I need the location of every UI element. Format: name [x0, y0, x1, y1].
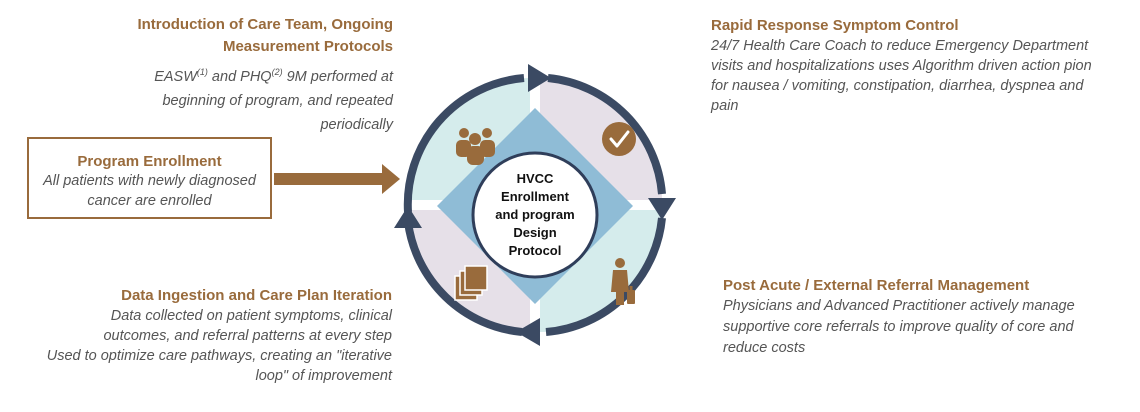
- measurement-protocols-line2: beginning of program, and repeated: [162, 93, 393, 109]
- rapid-response-description: 24/7 Health Care Coach to reduce Emergen…: [711, 36, 1136, 116]
- rapid-response-title: Rapid Response Symptom Control: [711, 17, 959, 34]
- arrowhead-top: [528, 64, 551, 92]
- phq-text: and PHQ: [207, 69, 272, 85]
- center-label-line4: Design: [513, 225, 557, 240]
- center-label-line1: HVCC: [516, 171, 554, 186]
- performed-text: 9M performed at: [282, 69, 393, 85]
- center-protocol-label: HVCC Enrollment and program Design Proto…: [475, 160, 595, 270]
- data-ingestion-title: Data Ingestion and Care Plan Iteration: [121, 287, 392, 304]
- ring-arc-bottom-right: [545, 217, 666, 336]
- measurement-protocols-title-line2: Measurement Protocols: [222, 38, 393, 55]
- measurement-protocols-line3: periodically: [320, 117, 393, 133]
- rapid-response-line3: for nausea / vomiting, constipation, dia…: [711, 78, 1084, 94]
- rapid-response-line1: 24/7 Health Care Coach to reduce Emergen…: [711, 38, 1089, 54]
- program-enrollment-description: All patients with newly diagnosed cancer…: [29, 171, 270, 211]
- program-enrollment-title: Program Enrollment: [77, 153, 222, 170]
- cycle-ring: [403, 74, 666, 336]
- rapid-response-line4: pain: [711, 98, 739, 114]
- ring-arc-top-left: [403, 74, 525, 213]
- data-ingestion-line1: Data collected on patient symptoms, clin…: [110, 308, 392, 324]
- measurement-protocols-line1: EASW(1) and PHQ(2) 9M performed at: [60, 65, 393, 89]
- ring-arc-top-right: [547, 74, 666, 195]
- program-enrollment-line2: cancer are enrolled: [87, 193, 212, 209]
- footnote-2-marker: (2): [271, 67, 283, 77]
- measurement-protocols-description: EASW(1) and PHQ(2) 9M performed at begin…: [60, 65, 393, 137]
- data-ingestion-description: Data collected on patient symptoms, clin…: [20, 306, 392, 386]
- footnote-1-marker: (1): [196, 67, 208, 77]
- data-ingestion-line4: loop" of improvement: [255, 368, 392, 384]
- arrowhead-bottom: [516, 318, 540, 346]
- center-circle: [471, 151, 599, 279]
- checkmark-icon: [602, 122, 636, 156]
- post-acute-title: Post Acute / External Referral Managemen…: [723, 277, 1030, 294]
- center-label-line3: and program: [495, 207, 575, 222]
- post-acute-line1: Physicians and Advanced Practitioner act…: [723, 298, 1075, 314]
- data-ingestion-line2: outcomes, and referral patterns at every…: [103, 328, 392, 344]
- center-label-line2: Enrollment: [501, 189, 569, 204]
- person-with-luggage-icon: [611, 258, 635, 305]
- measurement-protocols-title-line1: Introduction of Care Team, Ongoing: [137, 16, 393, 33]
- measurement-protocols-title: Introduction of Care Team, Ongoing Measu…: [60, 14, 393, 58]
- post-acute-line2: supportive core referrals to improve qua…: [723, 319, 1074, 335]
- program-enrollment-line1: All patients with newly diagnosed: [43, 173, 256, 189]
- easw-text: EASW: [154, 69, 197, 85]
- people-group-icon: [456, 128, 495, 165]
- enrollment-arrow: [274, 164, 400, 194]
- center-label-line5: Protocol: [508, 243, 562, 258]
- data-ingestion-line3: Used to optimize care pathways, creating…: [46, 348, 392, 364]
- documents-stack-icon: [454, 265, 488, 301]
- program-enrollment-box: Program Enrollment All patients with new…: [27, 137, 272, 219]
- ring-arc-bottom-left: [404, 221, 523, 336]
- arrowhead-left: [394, 206, 422, 228]
- arrowhead-right: [648, 198, 676, 220]
- post-acute-description: Physicians and Advanced Practitioner act…: [723, 296, 1133, 359]
- post-acute-line3: reduce costs: [723, 340, 806, 356]
- ring-arrowheads: [394, 64, 676, 346]
- rapid-response-line2: visits and hospitalizations uses Algorit…: [711, 58, 1092, 74]
